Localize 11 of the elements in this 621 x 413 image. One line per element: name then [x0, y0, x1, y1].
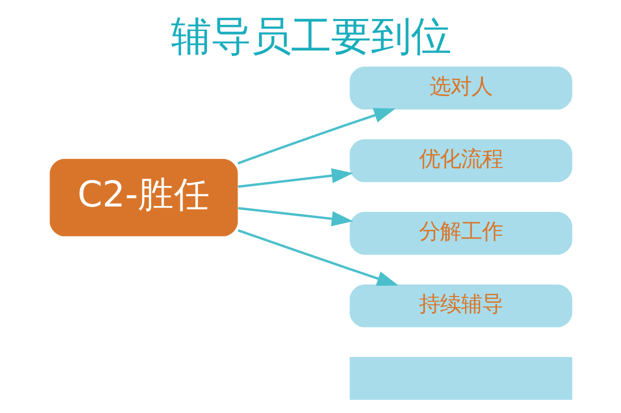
node-box — [349, 357, 572, 400]
node-box: C2-胜任 — [49, 158, 238, 236]
arrow — [237, 229, 398, 286]
node-box: 分解工作 — [349, 212, 572, 255]
arrow — [238, 168, 353, 188]
arrow — [237, 108, 396, 164]
node-box: 优化流程 — [349, 139, 572, 182]
node-box: 持续辅导 — [349, 284, 572, 328]
arrow — [238, 206, 353, 226]
node-box: 选对人 — [349, 66, 572, 110]
diagram-title: 辅导员工要到位 — [170, 12, 450, 60]
